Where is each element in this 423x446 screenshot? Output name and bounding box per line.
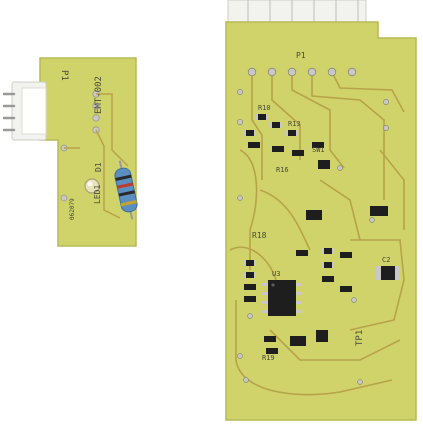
large-board-substrate <box>225 21 417 421</box>
small-board-substrate <box>39 57 137 247</box>
small-board-resistor <box>114 160 138 220</box>
small-board-traces <box>64 93 129 219</box>
large-board-smd-chips <box>244 114 352 354</box>
large-board-connector-pads <box>247 67 357 77</box>
large-board: P1 R10 R13 R16 R18 R19 U3 TP1 SW1 C2 <box>225 0 417 421</box>
small-board-connector <box>2 81 47 141</box>
small-board-led <box>84 178 100 194</box>
large-board-r10-label: R10 <box>258 104 271 112</box>
small-board-d1-label: D1 <box>94 162 103 172</box>
large-board-ic-label: U3 <box>272 270 280 278</box>
large-board-r16-label: R16 <box>276 166 289 174</box>
small-board-id-label: EMT-002 <box>94 76 104 114</box>
small-board-serial-label: 062079 <box>69 198 76 220</box>
large-board-r19-label: R19 <box>262 354 275 362</box>
large-board-connector-label: P1 <box>296 51 306 60</box>
large-board-r18-label: R18 <box>252 231 267 240</box>
small-board-connector-label: P1 <box>59 70 69 81</box>
large-board-switch-label: SW1 <box>312 146 325 154</box>
large-board-traces <box>229 71 405 396</box>
large-board-vias <box>237 89 389 385</box>
small-board-led-label: LED1 <box>93 185 102 204</box>
large-board-testpoint-label: TP1 <box>355 330 365 346</box>
large-board-ic <box>262 280 302 316</box>
small-board: P1 EMT-002 D1 LED1 062079 <box>2 57 138 247</box>
large-board-r13-label: R13 <box>288 120 301 128</box>
large-board-transistors <box>290 160 388 346</box>
large-board-cap-label: C2 <box>382 256 390 264</box>
large-board-capacitor <box>376 266 400 280</box>
